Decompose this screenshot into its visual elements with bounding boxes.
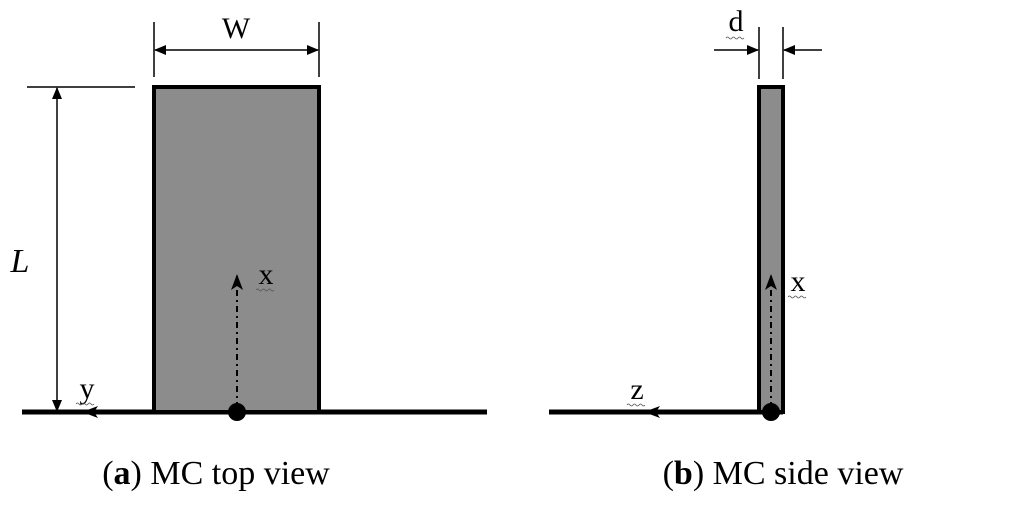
origin-dot-b [762, 403, 780, 421]
y-underline-a [75, 402, 95, 406]
d-dimension-label: d [729, 5, 744, 38]
x-underline-a [255, 288, 275, 292]
caption-a-letter: a [114, 455, 131, 492]
caption-b: (b) MC side view [663, 455, 904, 492]
y-axis-label-a: y [80, 372, 95, 405]
cantilever-top-body [152, 85, 321, 414]
panel-a: W L x y (a) MC top view [10, 12, 487, 492]
caption-a: (a) MC top view [102, 455, 330, 492]
l-dimension-label: L [10, 243, 30, 280]
panel-b: d x z (b) MC side view [549, 5, 904, 492]
x-underline-b [787, 295, 807, 299]
caption-a-text: MC top view [150, 455, 330, 492]
z-axis-label-b: z [630, 373, 643, 406]
d-underline [725, 36, 745, 40]
x-axis-label-a: x [259, 258, 274, 291]
w-dimension-label: W [222, 12, 251, 45]
caption-b-letter: b [674, 455, 693, 492]
cantilever-side-body [757, 85, 785, 414]
z-underline-b [626, 403, 646, 407]
caption-b-text: MC side view [713, 455, 904, 492]
x-axis-label-b: x [791, 265, 806, 298]
origin-dot-a [228, 403, 246, 421]
